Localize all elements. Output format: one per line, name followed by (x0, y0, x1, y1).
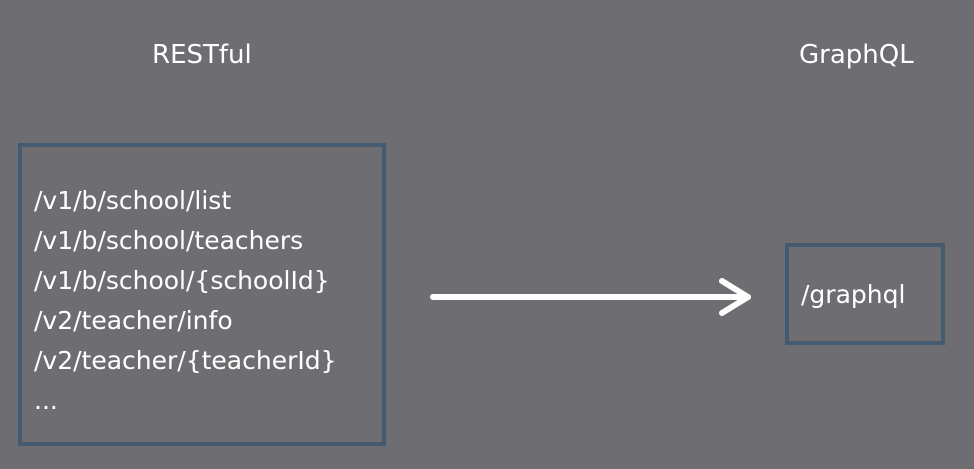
arrow-right-icon (430, 278, 751, 316)
graphql-endpoint: /graphql (801, 279, 906, 309)
restful-endpoint: /v1/b/school/{schoolId} (34, 266, 330, 295)
restful-heading: RESTful (152, 40, 252, 70)
graphql-heading: GraphQL (799, 40, 914, 70)
restful-endpoint: /v1/b/school/teachers (34, 226, 304, 255)
restful-endpoint-ellipsis: ... (34, 386, 58, 415)
restful-endpoint: /v2/teacher/info (34, 306, 233, 335)
restful-endpoint: /v2/teacher/{teacherId} (34, 346, 337, 375)
restful-endpoints-box: /v1/b/school/list /v1/b/school/teachers … (18, 143, 386, 446)
graphql-endpoint-box: /graphql (785, 243, 945, 345)
restful-endpoint: /v1/b/school/list (34, 186, 232, 215)
